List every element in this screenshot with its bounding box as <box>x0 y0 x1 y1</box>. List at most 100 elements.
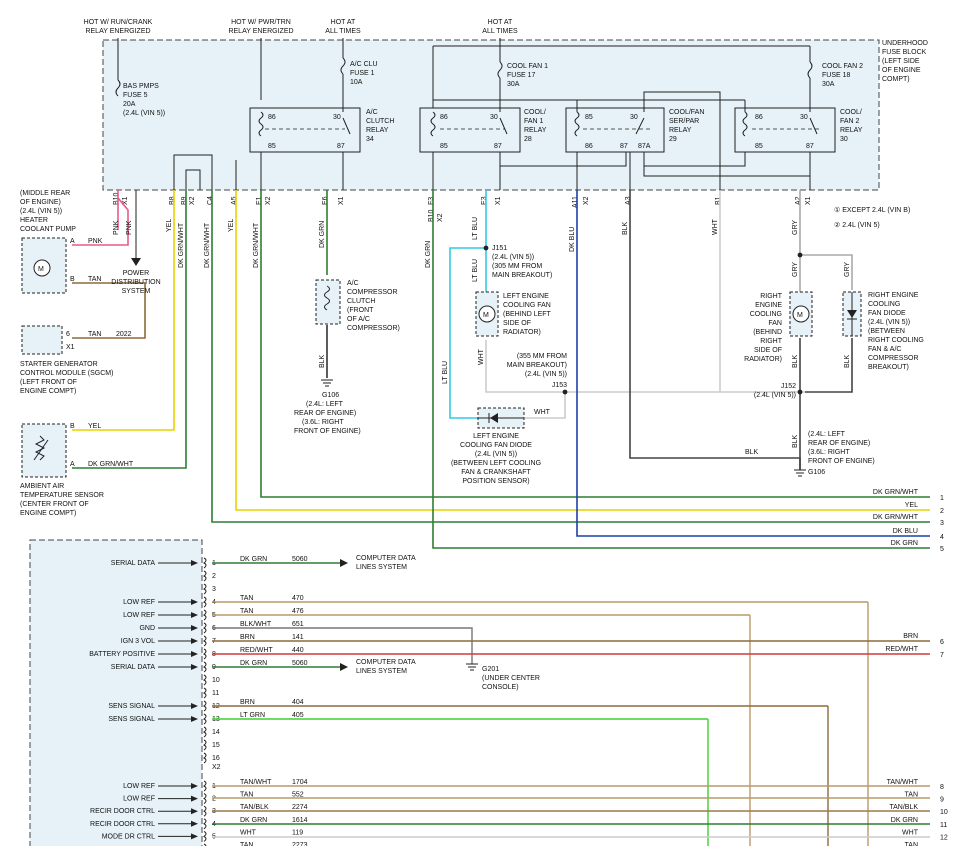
relay28-l1: COOL/ <box>524 109 546 116</box>
circuit-number: 1614 <box>292 817 308 824</box>
legend-item-1: ① EXCEPT 2.4L (VIN B) <box>834 206 910 214</box>
label-tan-h2: TAN <box>88 331 101 338</box>
relay30-pin87: 87 <box>806 143 814 150</box>
header-hot2-2: ALL TIMES <box>482 28 518 35</box>
wire-color: TAN/WHT <box>240 779 272 786</box>
right-refs: BRN 6 RED/WHT 7 <box>885 633 944 659</box>
g106-left: G106 (2.4L: LEFT REAR OF ENGINE) (3.6L: … <box>294 379 361 435</box>
relay-cool-fan-2: 86 30 85 87 COOL/ FAN 2 RELAY 30 <box>734 107 863 153</box>
offpage-1-num: 1 <box>940 495 944 502</box>
label-ltblu-top: LT BLU <box>472 217 479 240</box>
rdiode-l7: FAN & A/C <box>868 346 901 353</box>
power-headers: HOT W/ RUN/CRANK RELAY ENERGIZED HOT W/ … <box>84 19 518 35</box>
label-tan-h1: TAN <box>88 276 101 283</box>
right-fan-diode: RIGHT ENGINE COOLING FAN DIODE (2.4L (VI… <box>842 291 924 371</box>
relay30-l3: RELAY <box>840 127 863 134</box>
fuse1-l2: FUSE 1 <box>350 70 375 77</box>
header-hot2-1: HOT AT <box>488 19 513 26</box>
relay34-pin85: 85 <box>268 143 276 150</box>
pin-number: 14 <box>212 729 220 736</box>
arrow-icon <box>191 820 198 827</box>
rfan-l3: COOLING <box>750 311 782 318</box>
j151-l3: (305 MM FROM <box>492 263 542 270</box>
relay28-l4: 28 <box>524 136 532 143</box>
header-run-crank-2: RELAY ENERGIZED <box>85 28 150 35</box>
wire-color: TAN <box>240 792 253 799</box>
wire-color: BLK/WHT <box>240 621 272 628</box>
circuit-number: 119 <box>292 829 303 836</box>
ldiode-l1: LEFT ENGINE <box>473 433 519 440</box>
relay29-l2: SER/PAR <box>669 118 699 125</box>
lfan-l5: RADIATOR) <box>503 329 541 336</box>
relay30-pin85: 85 <box>755 143 763 150</box>
rfan-l8: RADIATOR) <box>744 356 782 363</box>
conn-x1-a: X1 <box>122 196 129 205</box>
legend: ① EXCEPT 2.4L (VIN B) ② 2.4L (VIN 5) <box>834 206 910 229</box>
circuit-number: 552 <box>292 792 304 799</box>
pin-a5: A5 <box>231 196 238 205</box>
right-wire-color: TAN <box>905 792 918 799</box>
relay30-l4: 30 <box>840 136 848 143</box>
acc-l5: OF A/C <box>347 316 370 323</box>
sgcm-l2: CONTROL MODULE (SGCM) <box>20 370 113 377</box>
control-module <box>29 539 203 846</box>
label-wht-b1: WHT <box>712 218 719 235</box>
arrow-icon <box>191 638 198 644</box>
wire-color: TAN/BLK <box>240 804 269 811</box>
right-wire-color: TAN/WHT <box>887 779 919 786</box>
g106l-l5: FRONT OF ENGINE) <box>294 428 361 435</box>
offpage-3-num: 3 <box>940 520 944 527</box>
connector-icon <box>203 674 207 686</box>
wire-ltblu <box>449 190 487 419</box>
relay-cool-fan-ser-par: 85 30 86 87 87A COOL/FAN SER/PAR RELAY 2… <box>565 91 721 190</box>
label-dkgrnwht-b9: DK GRN/WHT <box>178 222 185 268</box>
wire-blk-rdiode <box>805 338 853 393</box>
pin-f3: F3 <box>428 197 435 205</box>
junctions <box>483 245 803 395</box>
header-run-crank-1: HOT W/ RUN/CRANK <box>84 19 153 26</box>
lfan-l3: (BEHIND LEFT <box>503 311 552 318</box>
fuse-bas-pmps: BAS PMPS FUSE 5 20A (2.4L (VIN 5)) <box>115 79 165 117</box>
circuit-number: 470 <box>292 595 304 602</box>
relay29-pin86: 86 <box>585 143 593 150</box>
right-cooling-fan: M RIGHT ENGINE COOLING FAN (BEHIND RIGHT… <box>744 291 813 363</box>
label-pnk-2: PNK <box>126 220 133 235</box>
motor-m-1: M <box>38 266 44 273</box>
relay28-pin30: 30 <box>490 114 498 121</box>
wire-dkgrnwht-e1 <box>260 190 930 498</box>
relay28-pin85: 85 <box>440 143 448 150</box>
offpage-2-label: YEL <box>905 502 918 509</box>
power-dist-arrow <box>131 258 141 266</box>
pin-b10-x2: B10 <box>428 209 435 222</box>
connector-icon <box>203 570 207 582</box>
relay29-l4: 29 <box>669 136 677 143</box>
rdiode-l8: COMPRESSOR <box>868 355 919 362</box>
circuit-number: 405 <box>292 712 304 719</box>
connector-icon <box>203 635 207 647</box>
fuse-block-label-4: OF ENGINE <box>882 67 921 74</box>
g106l-l2: (2.4L: LEFT <box>306 401 344 408</box>
wire-color: DK GRN <box>240 556 267 563</box>
cdl1-l1: COMPUTER DATA <box>356 555 416 562</box>
connector-icon <box>203 805 207 817</box>
relay34-l3: RELAY <box>366 127 389 134</box>
g106l-l1: G106 <box>322 392 339 399</box>
pin-number: 10 <box>212 677 220 684</box>
pin-a3: A3 <box>625 196 632 205</box>
left-fan-diode: LEFT ENGINE COOLING FAN DIODE (2.4L (VIN… <box>451 407 541 485</box>
fuse-block-label-5: COMPT) <box>882 76 910 83</box>
arrow-icon <box>191 808 198 815</box>
arrow-icon <box>191 560 198 566</box>
pin-e6: E6 <box>322 196 329 205</box>
connector-icon <box>203 583 207 595</box>
wire-blkwht-651 <box>212 627 473 664</box>
power-distribution: POWER DISTRIBUTION SYSTEM <box>111 270 160 295</box>
pump-l2: OF ENGINE) <box>20 199 61 206</box>
offpage-5-num: 5 <box>940 546 944 553</box>
offpage-refs: DK GRN/WHT 1 YEL 2 DK GRN/WHT 3 DK BLU 4… <box>873 489 944 553</box>
circuit-number: 651 <box>292 621 304 628</box>
g106l-l4: (3.6L: RIGHT <box>302 419 344 426</box>
pds-l3: SYSTEM <box>122 288 151 295</box>
relay30-pin86: 86 <box>755 114 763 121</box>
relay29-pin87a: 87A <box>638 143 651 150</box>
